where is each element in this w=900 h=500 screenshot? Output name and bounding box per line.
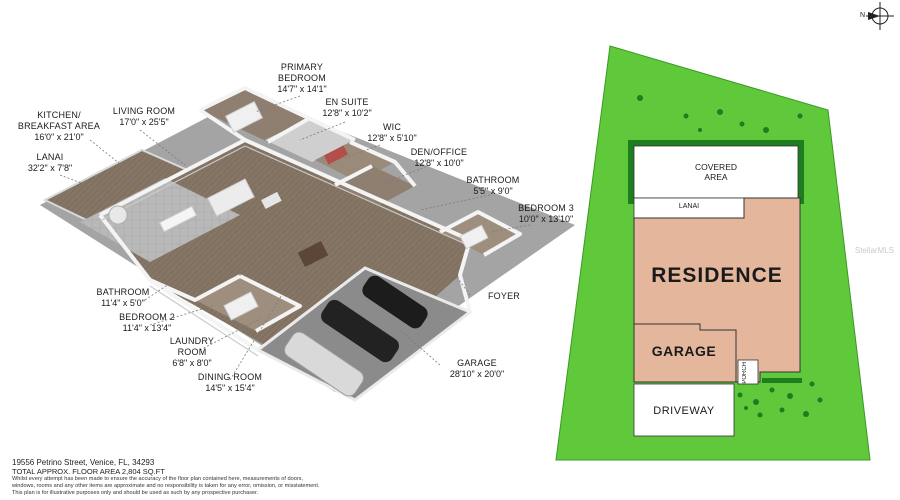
covered-area <box>633 145 799 199</box>
label-foyer: FOYER <box>474 291 534 302</box>
room-name: BATHROOM <box>466 175 520 185</box>
room-name: BEDROOM 2 <box>119 312 175 322</box>
label-en-suite: EN SUITE 12'8" x 10'2" <box>310 97 384 119</box>
car-white <box>283 331 365 397</box>
label-bathroom-1: BATHROOM 5'5" x 9'0" <box>458 175 528 197</box>
north-label: N <box>860 12 866 19</box>
porch-label: PORCH <box>742 362 748 384</box>
label-bathroom-2: BATHROOM 11'4" x 5'0" <box>88 287 158 309</box>
room-name: LIVING ROOM <box>112 106 176 116</box>
covered-area-line: COVERED <box>694 162 738 172</box>
label-garage: GARAGE 28'10" x 20'0" <box>440 358 514 380</box>
label-bedroom-2: BEDROOM 2 11'4" x 13'4" <box>110 312 184 334</box>
room-dims: 17'0" x 25'5" <box>119 117 169 127</box>
garage-cars <box>283 275 428 397</box>
room-name: DEN/OFFICE <box>410 147 468 157</box>
label-bedroom-3: BEDROOM 3 10'0" x 13'10" <box>506 203 586 225</box>
room-dims: 14'5" x 15'4" <box>205 383 255 393</box>
room-name: PRIMARY <box>280 62 324 72</box>
room-dims: 16'0" x 21'0" <box>34 132 84 142</box>
disclaimer-line: This plan is for illustrative purposes o… <box>12 490 259 496</box>
room-name: LAUNDRY <box>169 336 215 346</box>
label-laundry-room: LAUNDRY ROOM 6'8" x 8'0" <box>160 336 224 369</box>
room-name: LANAI <box>36 152 64 162</box>
room-name: KITCHEN/ <box>37 110 81 120</box>
room-name: BEDROOM 3 <box>518 203 574 213</box>
room-dims: 10'0" x 13'10" <box>518 214 574 224</box>
car-black-1 <box>362 275 428 329</box>
driveway-block <box>633 383 735 437</box>
hedge-right <box>798 140 804 204</box>
label-primary-bedroom: PRIMARY BEDROOM 14'7" x 14'1" <box>262 62 342 95</box>
label-lanai: LANAI 32'2" x 7'8" <box>22 152 78 174</box>
residence-label: RESIDENCE <box>651 264 783 287</box>
wic-closet <box>323 145 349 165</box>
room-name: WIC <box>382 122 402 132</box>
covered-area-line: AREA <box>704 172 728 182</box>
hedge-left <box>628 140 634 204</box>
driveway-label: DRIVEWAY <box>653 405 715 417</box>
room-dims: 6'8" x 8'0" <box>172 358 212 368</box>
label-den-office: DEN/OFFICE 12'8" x 10'0" <box>400 147 478 169</box>
room-dims: 12'8" x 5'10" <box>367 133 417 143</box>
covered-area-label: COVERED AREA <box>634 162 798 182</box>
property-address: 19556 Petrino Street, Venice, FL, 34293 <box>12 458 155 467</box>
dining-table <box>297 240 329 268</box>
hedge-top <box>628 140 804 146</box>
garage-site-label: GARAGE <box>651 343 717 359</box>
room-dims: 5'5" x 9'0" <box>473 186 513 196</box>
north-arrow-icon <box>866 2 894 30</box>
wall-edges <box>99 145 471 357</box>
room-name: DINING ROOM <box>197 372 263 382</box>
room-name: EN SUITE <box>325 97 369 107</box>
kitchen-island <box>159 205 197 233</box>
bed3-bed <box>459 224 489 250</box>
disclaimer-line: Whilst every attempt has been made to en… <box>12 476 304 482</box>
label-dining-room: DINING ROOM 14'5" x 15'4" <box>190 372 270 394</box>
garage-block <box>633 323 737 383</box>
primary-bed <box>224 101 264 133</box>
watermark: StellarMLS <box>854 246 894 255</box>
room-dims: 28'10" x 20'0" <box>449 369 505 379</box>
room-name: FOYER <box>487 291 520 301</box>
room-name: BREAKFAST AREA <box>17 121 101 131</box>
coffee-table <box>261 191 282 209</box>
hedge-front <box>762 378 802 383</box>
sofa <box>206 178 255 217</box>
lanai-site-label: LANAI <box>678 203 700 210</box>
plan-footer: 19556 Petrino Street, Venice, FL, 34293 … <box>12 458 432 497</box>
porch-block <box>737 359 759 385</box>
room-dims: 32'2" x 7'8" <box>27 163 73 173</box>
room-name: BATHROOM <box>96 287 150 297</box>
label-wic: WIC 12'8" x 5'10" <box>352 122 432 144</box>
room-name: ROOM <box>177 347 207 357</box>
label-living-room: LIVING ROOM 17'0" x 25'5" <box>104 106 184 128</box>
leader-lines <box>59 95 531 381</box>
furniture <box>108 101 489 321</box>
lanai-table <box>108 205 128 225</box>
room-dims: 12'8" x 10'2" <box>322 108 372 118</box>
room-name: BEDROOM <box>278 73 326 83</box>
walls <box>98 86 522 352</box>
room-dims: 11'4" x 13'4" <box>122 323 172 333</box>
room-name: GARAGE <box>457 358 497 368</box>
disclaimer-line: windows, rooms and any other items are a… <box>12 483 320 489</box>
floor-area: TOTAL APPROX. FLOOR AREA 2,804 SQ.FT <box>12 467 165 476</box>
car-black-2 <box>321 299 399 363</box>
label-kitchen: KITCHEN/ BREAKFAST AREA 16'0" x 21'0" <box>14 110 104 143</box>
room-dims: 12'8" x 10'0" <box>414 158 464 168</box>
bed2-bed <box>223 291 259 321</box>
room-dims: 11'4" x 5'0" <box>101 298 145 308</box>
trees <box>637 95 823 418</box>
room-dims: 14'7" x 14'1" <box>277 84 327 94</box>
